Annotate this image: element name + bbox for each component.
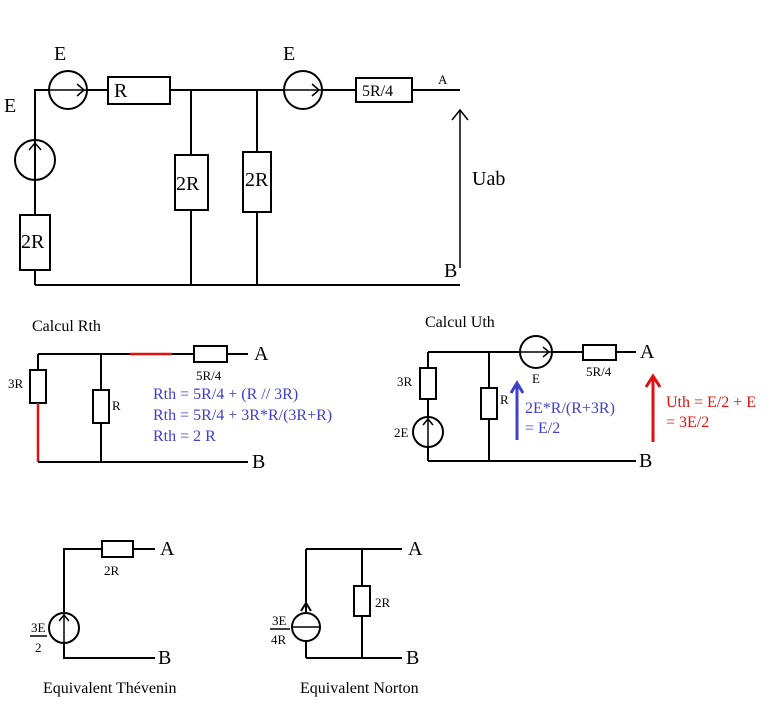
uth-circuit: Calcul Uth E 5R/4 A 3R 2E R B 2E*R/(R+3R…: [394, 314, 756, 472]
divider-formula: 2E*R/(R+3R): [525, 400, 615, 417]
resistor-label: 2R: [245, 169, 269, 191]
resistor: [19, 214, 51, 271]
node-a-label: A: [640, 341, 655, 363]
resistor: [107, 76, 171, 105]
source-arrowhead: [76, 83, 86, 97]
resistor: [582, 344, 617, 361]
resistor-label: R: [114, 80, 128, 102]
wire: [63, 548, 102, 612]
source-label: E: [283, 43, 295, 65]
node-a-label: A: [438, 72, 448, 87]
resistor-label: 3R: [8, 376, 24, 391]
resistor: [419, 367, 437, 400]
node-b-label: B: [158, 647, 171, 669]
node-a-label: A: [408, 538, 423, 560]
norton-equivalent: A 2R B 3E 4R Equivalent Norton: [270, 538, 423, 697]
source-arrowhead: [28, 141, 42, 151]
node-a-label: A: [160, 538, 175, 560]
uth-equation: Uth = E/2 + E: [666, 394, 756, 411]
section-title: Calcul Uth: [425, 314, 495, 331]
resistor-label: 5R/4: [586, 364, 612, 379]
node-b-label: B: [406, 647, 419, 669]
thevenin-equivalent: 2R A B 3E 2 Equivalent Thévenin: [30, 538, 176, 697]
resistor-label: 3R: [397, 374, 413, 389]
source-arrowhead: [311, 83, 321, 97]
resistor-label: 5R/4: [196, 368, 222, 383]
source-arrowhead: [542, 346, 551, 358]
source-value-numerator: 3E: [31, 620, 46, 635]
resistor-label: 2R: [176, 173, 200, 195]
resistor: [101, 540, 134, 558]
current-arrowhead: [300, 601, 312, 612]
rth-result: Rth = 2 R: [153, 428, 216, 445]
divider-result: = E/2: [525, 420, 560, 437]
resistor: [174, 154, 209, 211]
rth-equation: Rth = 5R/4 + 3R*R/(3R+R): [153, 407, 332, 424]
uth-arrowhead: [644, 373, 662, 388]
node-b-label: B: [639, 450, 652, 472]
resistor: [355, 77, 413, 103]
node-a-label: A: [254, 343, 269, 365]
source-label: 2E: [394, 425, 409, 440]
source-label: E: [54, 43, 66, 65]
main-circuit: E 2R E R 2R 2R E 5R/4 A B Uab: [4, 43, 505, 286]
resistor-label: 2R: [21, 231, 45, 253]
source-arrowhead: [58, 613, 70, 622]
resistor-label: 2R: [375, 595, 391, 610]
resistor-label: R: [500, 392, 509, 407]
wire: [63, 643, 85, 659]
resistor: [242, 151, 272, 213]
source-value-denominator: 4R: [271, 632, 287, 647]
caption: Equivalent Norton: [300, 680, 419, 697]
rth-equation: Rth = 5R/4 + (R // 3R): [153, 386, 298, 403]
source-label: E: [532, 371, 540, 386]
source-arrowhead: [422, 417, 434, 426]
divider-arrowhead: [509, 380, 525, 394]
resistor: [193, 345, 228, 363]
caption: Equivalent Thévenin: [43, 680, 176, 697]
resistor-label: 5R/4: [362, 83, 393, 100]
resistor: [29, 369, 47, 404]
resistor: [480, 387, 498, 420]
source-label: E: [4, 95, 16, 117]
node-b-label: B: [252, 451, 265, 473]
section-title: Calcul Rth: [32, 318, 101, 335]
voltage-label: Uab: [472, 168, 505, 190]
resistor-label: 2R: [104, 563, 120, 578]
source-value-denominator: 2: [35, 640, 42, 655]
voltage-arrowhead: [451, 108, 469, 121]
resistor: [353, 585, 371, 617]
resistor-label: R: [112, 398, 121, 413]
wire: [34, 89, 50, 215]
rth-circuit: Calcul Rth 5R/4 A 3R R B Rth = 5R/4 + (R…: [8, 318, 332, 473]
source-value-numerator: 3E: [272, 613, 287, 628]
resistor: [92, 389, 110, 424]
node-b-label: B: [444, 260, 457, 282]
uth-result: = 3E/2: [666, 414, 709, 431]
